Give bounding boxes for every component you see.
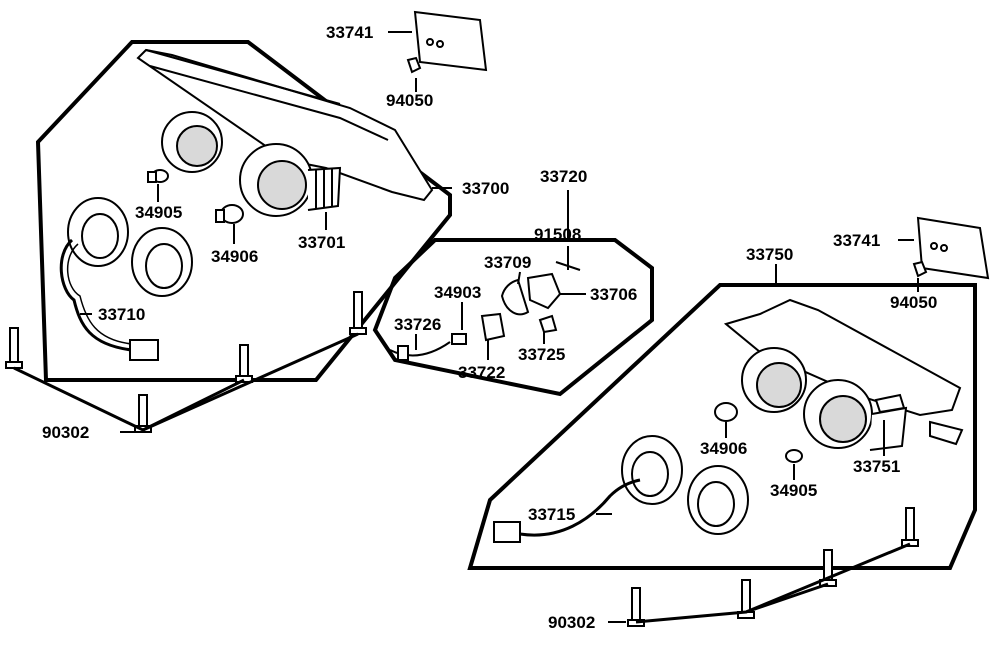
label-33720: 33720 [540, 167, 588, 186]
label-91508: 91508 [534, 225, 582, 244]
label-34903: 34903 [434, 283, 482, 302]
label-33706: 33706 [590, 285, 638, 304]
label-33725: 33725 [518, 345, 566, 364]
label-33750: 33750 [746, 245, 794, 264]
label-33741-top: 33741 [326, 23, 374, 42]
small-parts-33720 [389, 261, 581, 361]
harness-33715 [493, 435, 749, 543]
plate-33741-right [912, 216, 990, 280]
bolts-90302-right [627, 507, 919, 627]
label-94050-right: 94050 [890, 293, 938, 312]
bolt-leader-right [635, 542, 911, 624]
plate-33741-top [406, 10, 488, 74]
tail-lamp-housing-33700 [136, 48, 434, 217]
group-outline-33700 [35, 40, 452, 382]
label-33715: 33715 [528, 505, 576, 524]
tail-lamp-housing-33750 [723, 298, 964, 451]
label-90302-right: 90302 [548, 613, 596, 632]
bulb-34906-left [215, 204, 244, 224]
label-33700: 33700 [462, 179, 510, 198]
label-34905-right: 34905 [770, 481, 818, 500]
label-33751: 33751 [853, 457, 901, 476]
bulb-34905-right [785, 449, 803, 463]
label-33722: 33722 [458, 363, 506, 382]
bulb-34905-left [147, 169, 169, 183]
bulb-34906-right [714, 402, 738, 422]
label-33709: 33709 [484, 253, 532, 272]
label-33726: 33726 [394, 315, 442, 334]
label-34906-right: 34906 [700, 439, 748, 458]
label-34905-left: 34905 [135, 203, 183, 222]
label-34906-left: 34906 [211, 247, 259, 266]
bolts-90302-left [5, 291, 367, 433]
label-33710: 33710 [98, 305, 146, 324]
group-outline-33720 [372, 238, 654, 397]
label-33701: 33701 [298, 233, 346, 252]
group-outline-33750 [467, 283, 977, 570]
label-33741-right: 33741 [833, 231, 881, 250]
label-90302-left: 90302 [42, 423, 90, 442]
leader-lines [80, 31, 919, 623]
harness-33710 [59, 197, 193, 361]
label-94050-top: 94050 [386, 91, 434, 110]
